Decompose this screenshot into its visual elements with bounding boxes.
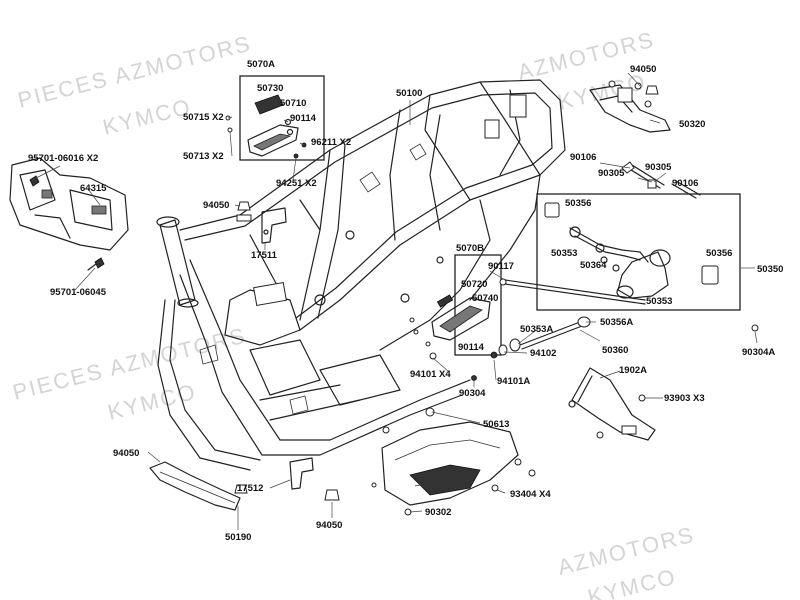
label-64315: 64315 bbox=[80, 183, 107, 194]
label-94101A: 94101A bbox=[497, 376, 530, 387]
label-93404: 93404 X4 bbox=[510, 489, 551, 500]
label-94050-bottom: 94050 bbox=[316, 520, 342, 531]
under-cover-50613-drawing bbox=[381, 421, 519, 506]
label-50353-bottom: 50353 bbox=[646, 296, 672, 307]
label-50740: 50740 bbox=[472, 293, 498, 304]
label-50710: 50710 bbox=[280, 98, 306, 109]
label-50350: 50350 bbox=[757, 264, 783, 275]
fasteners-drawing bbox=[29, 85, 759, 516]
label-17512: 17512 bbox=[237, 483, 263, 494]
label-90305-left: 90305 bbox=[598, 168, 625, 179]
bracket-1902A-drawing bbox=[568, 367, 656, 441]
leader-lines bbox=[31, 72, 758, 530]
label-90302: 90302 bbox=[425, 507, 451, 518]
label-50364: 50364 bbox=[580, 260, 607, 271]
shaft-90117-drawing bbox=[490, 278, 646, 359]
label-90304: 90304 bbox=[459, 388, 486, 399]
label-94050-lower-left: 94050 bbox=[113, 448, 139, 459]
label-50320: 50320 bbox=[679, 119, 705, 130]
label-50730: 50730 bbox=[257, 83, 283, 94]
label-90117: 90117 bbox=[488, 261, 514, 272]
label-90114: 90114 bbox=[290, 113, 317, 124]
label-94101: 94101 X4 bbox=[410, 369, 451, 380]
label-50720: 50720 bbox=[461, 279, 487, 290]
label-90106-right: 90106 bbox=[672, 178, 698, 189]
bracket-64315-drawing bbox=[9, 157, 129, 251]
label-96211: 96211 X2 bbox=[311, 137, 351, 148]
main-frame-drawing bbox=[156, 79, 566, 471]
watermark-layer: PIECES AZMOTORS KYMCO AZMOTORS KYMCO PIE… bbox=[10, 27, 697, 600]
label-90106-left: 90106 bbox=[570, 152, 596, 163]
label-50353-left: 50353 bbox=[551, 248, 577, 259]
label-94102: 94102 bbox=[530, 348, 556, 359]
label-90114-lower: 90114 bbox=[458, 342, 485, 353]
label-95701-06016: 95701-06016 X2 bbox=[28, 153, 98, 164]
label-50356-top: 50356 bbox=[565, 198, 591, 209]
engine-hanger-50350-drawing bbox=[536, 193, 741, 311]
label-93903: 93903 X3 bbox=[664, 393, 705, 404]
label-50360: 50360 bbox=[602, 345, 628, 356]
label-50100: 50100 bbox=[396, 88, 422, 99]
step-plate-5070B-drawing bbox=[431, 254, 502, 356]
label-1902A: 1902A bbox=[619, 365, 647, 376]
label-50613: 50613 bbox=[483, 419, 509, 430]
watermark-text: AZMOTORS bbox=[555, 522, 697, 580]
label-5070A: 5070A bbox=[247, 59, 275, 70]
bracket-17512-drawing bbox=[289, 457, 314, 490]
label-90305-right: 90305 bbox=[645, 162, 672, 173]
bracket-17511-drawing bbox=[261, 207, 287, 244]
label-95701-06045: 95701-06045 bbox=[50, 287, 107, 298]
watermark-text: PIECES AZMOTORS bbox=[15, 31, 254, 113]
label-90304A: 90304A bbox=[742, 347, 775, 358]
label-94050-mid: 94050 bbox=[203, 200, 229, 211]
label-50715: 50715 X2 bbox=[183, 112, 224, 123]
label-50190: 50190 bbox=[225, 532, 251, 543]
label-94251: 94251 X2 bbox=[276, 178, 317, 189]
watermark-text: KYMCO bbox=[105, 379, 199, 425]
label-50356A: 50356A bbox=[600, 317, 633, 328]
label-94050-top: 94050 bbox=[630, 64, 656, 75]
step-plate-5070A-drawing bbox=[239, 75, 325, 161]
label-50356-right: 50356 bbox=[706, 248, 732, 259]
watermark-text: KYMCO bbox=[100, 94, 194, 140]
label-5070B: 5070B bbox=[456, 243, 484, 254]
label-50353A: 50353A bbox=[520, 324, 553, 335]
bar-50190-drawing bbox=[149, 461, 241, 511]
label-50713: 50713 X2 bbox=[183, 151, 224, 162]
label-17511: 17511 bbox=[251, 250, 278, 261]
bracket-50320-drawing bbox=[589, 80, 671, 133]
part-labels: 5070A 50730 50710 90114 50715 X2 50713 X… bbox=[28, 59, 783, 543]
